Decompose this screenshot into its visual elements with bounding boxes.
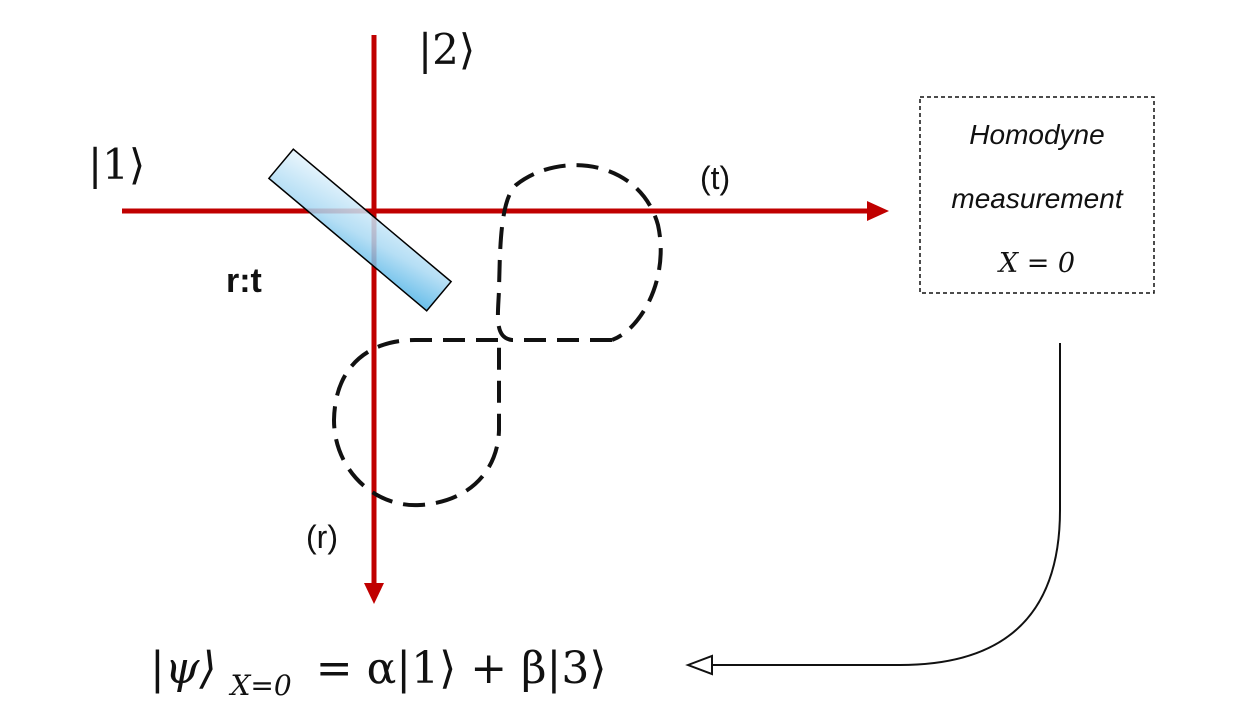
feedback-connector [712, 343, 1061, 666]
beam-splitter-ratio-label: r:t [226, 262, 262, 300]
input-label-mode1: |1⟩ [88, 140, 145, 189]
detector-line2: measurement [951, 183, 1123, 214]
dashed-loop [331, 163, 663, 508]
homodyne-detector-box [919, 96, 1155, 294]
result-ket-psi: |ψ⟩ [150, 643, 217, 694]
reflected-label: (r) [306, 519, 338, 555]
result-subscript: X=0 [229, 669, 292, 702]
beam-splitter [267, 148, 453, 312]
transmitted-arrowhead [867, 201, 889, 221]
result-state-formula: |ψ⟩ X=0 = α|1⟩ + β|3⟩ [150, 643, 607, 706]
transmitted-label: (t) [700, 160, 730, 196]
result-arrowhead [685, 654, 713, 676]
detector-line1: Homodyne [969, 119, 1104, 150]
result-rhs: = α|1⟩ + β|3⟩ [316, 643, 607, 694]
detector-result: X = 0 [997, 248, 1075, 279]
reflected-arrowhead [364, 583, 384, 604]
input-label-mode2: |2⟩ [418, 25, 475, 74]
